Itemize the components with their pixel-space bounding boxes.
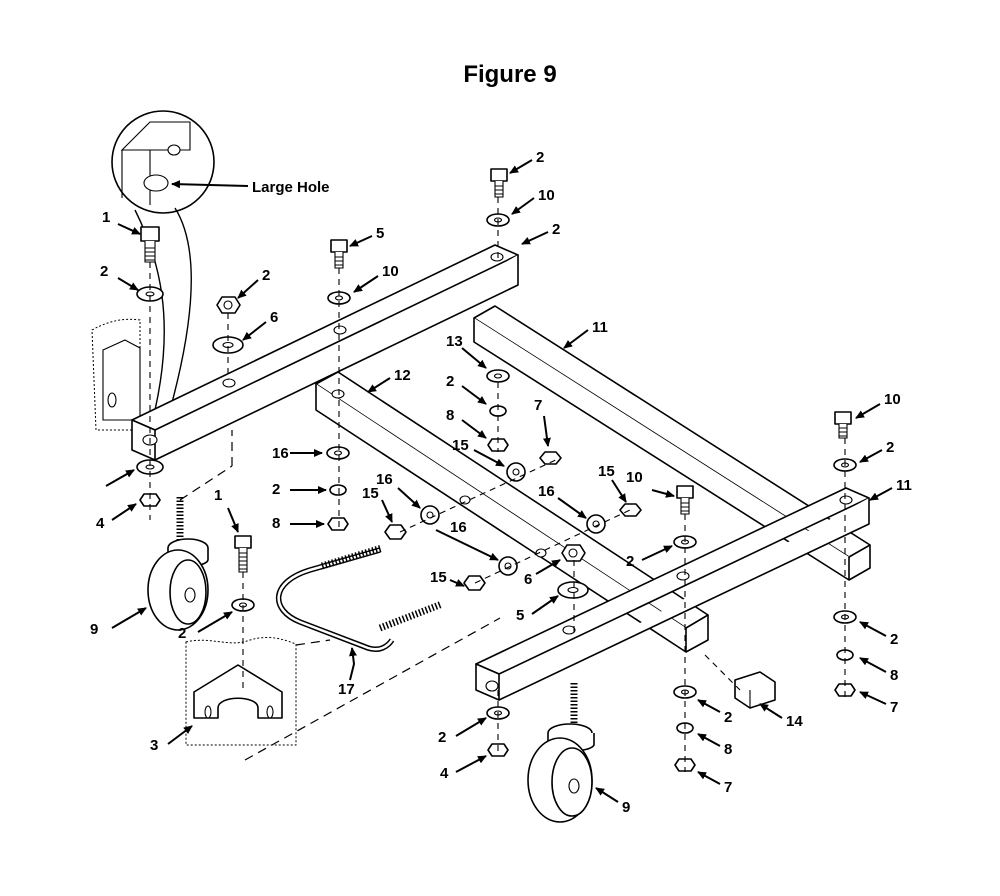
cross-rail-11-upper [131,244,519,461]
end-cap-14 [734,671,776,709]
callout-7: 8 [272,515,280,532]
u-bolt-17 [275,544,444,653]
callout-2: 2 [626,553,634,570]
callout-10: 10 [626,469,643,486]
callout-4: 4 [440,765,449,782]
callout-6: 6 [524,571,532,588]
callout-13: 12 [394,367,411,384]
callout-10: 2 [536,149,544,166]
callout-2: 2 [724,709,732,726]
callout-7: 7 [890,699,898,716]
callout-5: 6 [270,309,278,326]
leader-arrows [105,159,893,803]
callout-2: 2 [178,625,186,642]
callout-7: 7 [724,779,732,796]
callout-11: 2 [552,221,560,238]
long-rail-13 [315,371,709,653]
caster-wheel-right [527,683,595,823]
callout-15: 15 [598,463,615,480]
large-hole-label: Large Hole [252,179,330,196]
callout-10: 5 [376,225,384,242]
callout-5: 5 [516,607,524,624]
callout-15: 15 [362,485,379,502]
callout-8: 8 [724,741,732,758]
callout-16: 15 [452,437,469,454]
callout-10: 10 [884,391,901,408]
callout-3: 3 [150,737,158,754]
callout-2: 2 [100,263,108,280]
callout-9: 9 [622,799,630,816]
callout-12: 11 [592,319,608,336]
callout-2: 2 [886,439,894,456]
callout-8: 2 [272,481,280,498]
figure-title: Figure 9 [463,61,556,88]
callout-2: 16 [272,445,289,462]
large-hole-detail [111,110,215,411]
callout-11: 11 [896,477,912,494]
long-rail-12 [473,305,871,581]
callout-1: 1 [214,487,222,504]
caster-wheel-left [147,497,209,631]
callout-15: 15 [430,569,447,586]
callout-17: 17 [338,681,355,698]
mounting-bracket-3 [185,637,297,746]
callout-2: 2 [890,631,898,648]
callout-2: 13 [446,333,463,350]
callout-6: 2 [262,267,270,284]
bracket-section [91,318,141,431]
callout-2: 10 [382,263,399,280]
callout-2: 2 [438,729,446,746]
callout-16: 16 [376,471,393,488]
callout-16: 16 [450,519,467,536]
callout-16: 16 [538,483,555,500]
callout-numbers: 1 2 2 6 5 10 2 10 2 11 12 13 2 8 7 15 16… [90,149,912,816]
callout-9: 9 [90,621,98,638]
callout-2: 10 [538,187,555,204]
callout-7: 8 [446,407,454,424]
callout-8: 2 [446,373,454,390]
assembly-guide-lines [149,197,846,772]
callout-4: 4 [96,515,105,532]
callout-8: 8 [890,667,898,684]
callout-15: 7 [534,397,542,414]
callout-1: 1 [102,209,110,226]
callout-14: 14 [786,713,803,730]
